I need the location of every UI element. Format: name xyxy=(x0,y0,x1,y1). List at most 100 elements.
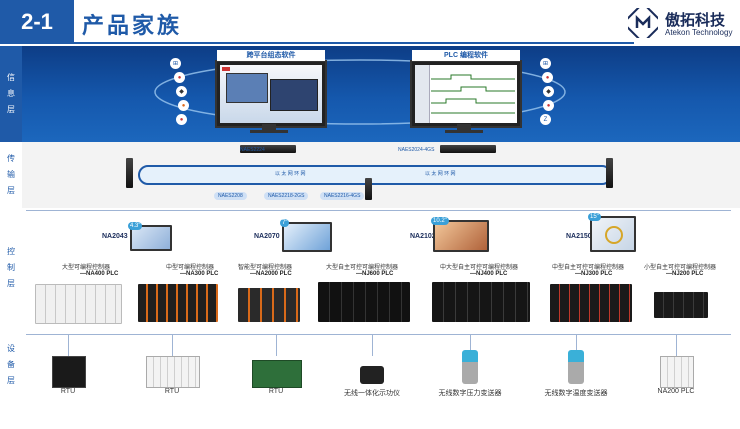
na200-plc-device xyxy=(660,356,694,388)
wireless-dynamometer xyxy=(360,366,384,384)
layer-char: 输 xyxy=(7,170,15,179)
wireless-pressure-transmitter xyxy=(462,350,478,384)
plc-desc-nj200: 小型自主可控可编程控制器 xyxy=(644,265,717,271)
device-label: 无线一体化示功仪 xyxy=(344,390,400,397)
plc-desc-nj400: 中大型自主可控可编程控制器 xyxy=(440,265,519,271)
rtu-device-3 xyxy=(252,360,302,388)
plc-nj600-image xyxy=(318,282,410,322)
plc-nj300-image xyxy=(550,284,632,322)
plc-model-na400: —NA400 PLC xyxy=(80,271,119,277)
device-label: NA200 PLC xyxy=(657,388,695,395)
monitor-stand xyxy=(457,124,471,130)
plc-monitor-title: PLC 编程软件 xyxy=(412,50,520,61)
os-icon-cloud: ● xyxy=(176,114,187,125)
brand-name-cn: 傲拓科技 xyxy=(665,12,726,29)
plc-nj400-image xyxy=(432,282,530,322)
device-label: 无线数字压力变送器 xyxy=(438,390,502,397)
layer-char: 层 xyxy=(7,186,15,195)
plc-model-nj200: —NJ200 PLC xyxy=(666,271,704,277)
plc-desc-na300: 中型可编程控制器 xyxy=(166,265,215,271)
plc-model-na300: —NA300 PLC xyxy=(180,271,219,277)
page-title: 产品家族 xyxy=(82,13,183,38)
plc-na400-image xyxy=(35,284,122,324)
plc-model-na2000: —NA2000 PLC xyxy=(250,271,292,277)
hmi-na2102 xyxy=(433,220,489,252)
hmi-na2070 xyxy=(282,222,332,252)
atekon-logo-icon xyxy=(628,8,658,38)
layer-label-transmission: 传 输 层 xyxy=(0,142,23,208)
device-label: RTU xyxy=(268,388,284,395)
monitor-base xyxy=(445,130,483,133)
hmi-size-badge: 15" xyxy=(588,213,601,221)
hmi-size-badge: 4.3" xyxy=(128,222,143,230)
ring-label-left: 以 太 网 环 网 xyxy=(275,171,306,177)
os-icon-zeta-r: Z xyxy=(540,114,551,125)
os-icon-android-r: ● xyxy=(543,100,554,111)
switch-naes2224 xyxy=(240,145,296,153)
device-drop-line xyxy=(576,334,577,350)
hmi-model-na2043: NA2043 xyxy=(102,233,128,240)
section-number: 2-1 xyxy=(0,0,74,44)
plc-desc-nj600: 大型自主可控可编程控制器 xyxy=(326,265,399,271)
layer-char: 设 xyxy=(7,344,15,353)
device-drop-line xyxy=(470,334,471,350)
device-drop-line xyxy=(372,334,373,356)
monitor-stand xyxy=(262,124,276,130)
ring-switch-center xyxy=(365,178,372,200)
switch-naes2024 xyxy=(440,145,496,153)
layer-char: 制 xyxy=(7,263,15,272)
hmi-na2150 xyxy=(590,216,636,252)
hmi-model-na2102: NA2102 xyxy=(410,233,436,240)
hmi-model-na2070: NA2070 xyxy=(254,233,280,240)
switch-label-right: NAES2024-4GS xyxy=(398,147,435,153)
device-layer-panel xyxy=(22,328,740,402)
monitor-base xyxy=(250,130,288,133)
layer-char: 控 xyxy=(7,247,15,256)
os-icon-apple-r: ◆ xyxy=(543,86,554,97)
plc-desc-nj300: 中型自主可控可编程控制器 xyxy=(552,265,625,271)
ring-switch-right xyxy=(606,158,613,188)
os-icon-windows-r: ⊞ xyxy=(540,58,551,69)
device-drop-line xyxy=(172,334,173,356)
plc-programming-monitor: PLC 编程软件 xyxy=(410,50,522,128)
info-layer-panel xyxy=(22,46,740,142)
layer-char: 层 xyxy=(7,376,15,385)
rtu-device-1 xyxy=(52,356,86,388)
layer-char: 息 xyxy=(7,89,15,98)
layer-char: 层 xyxy=(7,105,15,114)
layer-char: 信 xyxy=(7,73,15,82)
layer-char: 备 xyxy=(7,360,15,369)
plc-na300-image xyxy=(138,284,218,322)
device-drop-line xyxy=(68,334,69,356)
scada-monitor: 跨平台组态软件 xyxy=(215,50,327,128)
layer-label-device: 设 备 层 xyxy=(0,328,23,402)
device-label: RTU xyxy=(60,388,76,395)
hmi-size-badge: 10.2" xyxy=(431,217,449,225)
os-icon-windows: ⊞ xyxy=(170,58,181,69)
wireless-temperature-transmitter xyxy=(568,350,584,384)
device-bus-line xyxy=(26,334,731,335)
switch-label-naes2208: NAES2208 xyxy=(214,192,247,200)
scada-monitor-title: 跨平台组态软件 xyxy=(217,50,325,61)
os-icon-apple: ◆ xyxy=(176,86,187,97)
plc-model-nj300: —NJ300 PLC xyxy=(575,271,613,277)
layer-char: 层 xyxy=(7,279,15,288)
plc-model-nj400: —NJ400 PLC xyxy=(470,271,508,277)
plc-desc-na2000: 智能型可编程控制器 xyxy=(238,265,293,271)
switch-label-left: NAES2224 xyxy=(240,147,265,153)
device-drop-line xyxy=(676,334,677,356)
ring-label-right: 以 太 网 环 网 xyxy=(425,171,456,177)
layer-char: 传 xyxy=(7,154,15,163)
header-underline xyxy=(74,42,634,44)
rtu-device-2 xyxy=(146,356,200,388)
info-orbit-decoration xyxy=(154,59,566,125)
brand-name-en: Atekon Technology xyxy=(665,28,733,37)
plc-na2000-image xyxy=(238,288,300,322)
device-drop-line xyxy=(276,334,277,356)
hmi-model-na2150: NA2150 xyxy=(566,233,592,240)
os-icon-linux: ● xyxy=(174,72,185,83)
device-label: RTU xyxy=(164,388,180,395)
plc-nj200-image xyxy=(654,292,708,318)
layer-label-control: 控 制 层 xyxy=(0,208,23,328)
switch-label-naes2216: NAES2216-4GS xyxy=(320,192,365,200)
